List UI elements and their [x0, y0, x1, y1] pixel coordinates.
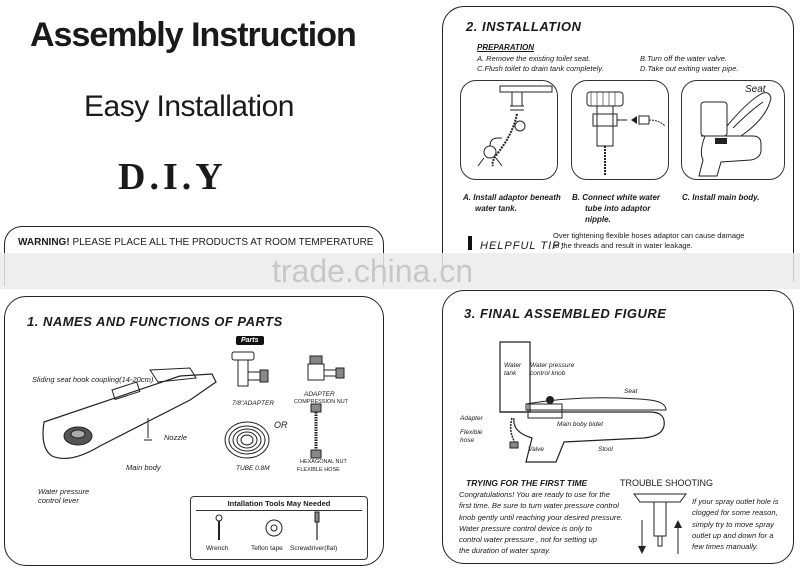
warning-text: WARNING! PLEASE PLACE ALL THE PRODUCTS A… — [18, 237, 373, 248]
adapter-label-1: ADAPTER — [304, 391, 335, 398]
knob-label-1: Water pressure — [530, 362, 575, 369]
trouble-line: If your spray outlet hole is — [692, 497, 779, 506]
teflon-tape-icon — [262, 518, 286, 538]
prep-step-d: D.Take out exiting water pipe. — [640, 64, 739, 73]
adapter-label-2: COMPRESSION NUT — [294, 399, 349, 405]
installation-title: 2. INSTALLATION — [466, 19, 582, 34]
trying-line: Congratulations! You are ready to use fo… — [459, 490, 610, 499]
adaptor-illustration — [460, 80, 558, 180]
step-b-label-2: tube into adaptor — [585, 204, 651, 213]
trying-title: TRYING FOR THE FIRST TIME — [466, 478, 588, 488]
step-c-label: C. Install main body. — [682, 193, 760, 202]
prep-step-b: B.Turn off the water valve. — [640, 54, 727, 63]
toilet-seat-illustration — [681, 80, 785, 180]
warning-message: PLEASE PLACE ALL THE PRODUCTS AT ROOM TE… — [69, 237, 374, 248]
trouble-line: clogged for some reason, — [692, 508, 778, 518]
flexible-hose-illustration — [308, 404, 324, 458]
preparation-heading: PREPARATION — [477, 43, 535, 52]
tools-box — [190, 496, 368, 560]
step-a-illustration-box — [460, 80, 558, 180]
adapter-78-label: 7/8"ADAPTER — [232, 400, 275, 407]
watermark: trade.china.cn — [272, 253, 474, 289]
helpful-tip-line-2: to the threads and result in water leaka… — [553, 241, 693, 250]
trouble-line: outlet up and down for a — [692, 530, 774, 540]
prep-step-a: A. Remove the existing toilet seat. — [477, 54, 591, 63]
adapter-illustration — [300, 354, 346, 388]
tools-title: Intallation Tools May Needed — [227, 499, 331, 508]
parts-title: 1. NAMES AND FUNCTIONS OF PARTS — [27, 314, 283, 329]
trying-line: knob gently until reaching your desired … — [459, 512, 623, 522]
step-c-illustration-box — [681, 80, 785, 180]
final-adapter-label: Adapter — [460, 415, 483, 422]
helpful-tip-label: HELPFUL TIP: — [480, 240, 565, 252]
knob-label-2: control knob — [530, 370, 566, 377]
screwdriver-icon — [312, 512, 322, 542]
valve-label: Valve — [528, 446, 545, 453]
trying-line: Water pressure control device is only to — [459, 523, 592, 533]
water-tank-label-2: tank — [504, 370, 517, 377]
page-title: Assembly Instruction — [30, 16, 357, 54]
trouble-text: If your spray outlet hole is clogged for… — [692, 496, 800, 552]
warning-label: WARNING! — [18, 237, 70, 248]
page-subtitle: Easy Installation — [84, 90, 294, 123]
tool-screwdriver-label: Screwdriver(flat) — [290, 545, 338, 552]
trouble-title: TROUBLE SHOOTING — [620, 478, 714, 488]
install-seat-label: Seat — [745, 84, 766, 95]
main-body-bidet-label: Main boby bidet — [557, 421, 603, 428]
final-title: 3. FINAL ASSEMBLED FIGURE — [464, 306, 667, 321]
trying-line: first time. Be sure to turn water pressu… — [459, 501, 619, 511]
tool-wrench-label: Wrench — [206, 545, 229, 552]
step-b-label-3: nipple. — [585, 215, 611, 224]
final-seat-label: Seat — [624, 388, 638, 395]
trying-text: Congratulations! You are ready to use fo… — [459, 489, 623, 557]
step-a-label: A. Install adaptor beneath — [463, 193, 561, 202]
diy-heading: D.I.Y — [118, 156, 227, 198]
assembled-toilet-illustration — [480, 334, 670, 464]
trying-line: the duration of water spray. — [459, 546, 551, 556]
tool-teflon-label: Teflon tape — [251, 545, 283, 552]
or-label: OR — [274, 420, 288, 430]
prep-step-c: C.Flush toilet to drain tank completely. — [477, 64, 604, 73]
lever-label-1: Water pressure — [38, 487, 90, 496]
adapter-78-illustration — [226, 348, 270, 396]
tube-coil-illustration — [222, 416, 272, 462]
water-tank-label-1: Water — [504, 362, 522, 369]
main-body-illustration — [40, 360, 220, 470]
helpful-tip-line-1: Over tightening flexible hoses adaptor c… — [553, 231, 745, 240]
tube-label: TUBE 0.8M — [236, 465, 270, 472]
trouble-line: few times manually. — [692, 542, 759, 552]
tools-divider — [196, 510, 362, 511]
hose-label-1: HEXAGONAL NUT — [300, 459, 347, 465]
hose-label-1-final: Flexible — [460, 429, 483, 436]
tube-connection-illustration — [571, 80, 669, 180]
wrench-icon — [214, 514, 224, 542]
nozzle-label: Nozzle — [164, 433, 187, 442]
hose-label-2: FLEXIBLE HOSE — [297, 467, 340, 473]
sliding-coupling-label: Sliding seat hook coupling(14-20cm) — [32, 375, 154, 384]
final-panel — [442, 290, 794, 564]
main-body-label: Main body — [126, 463, 161, 472]
trying-line: control water pressure , not for setting… — [459, 535, 598, 545]
hose-label-2-final: hose — [460, 437, 475, 444]
lever-label-2: control lever — [38, 496, 79, 505]
watermark-band — [0, 253, 800, 289]
spray-outlet-illustration — [630, 490, 690, 554]
parts-tag: Parts — [236, 336, 264, 345]
exclamation-icon — [468, 236, 472, 250]
step-b-label: B. Connect white water — [572, 193, 661, 202]
trouble-line: simply try to move spray — [692, 519, 774, 529]
step-a-label-2: water tank. — [475, 204, 517, 213]
stool-label: Stool — [598, 446, 613, 453]
